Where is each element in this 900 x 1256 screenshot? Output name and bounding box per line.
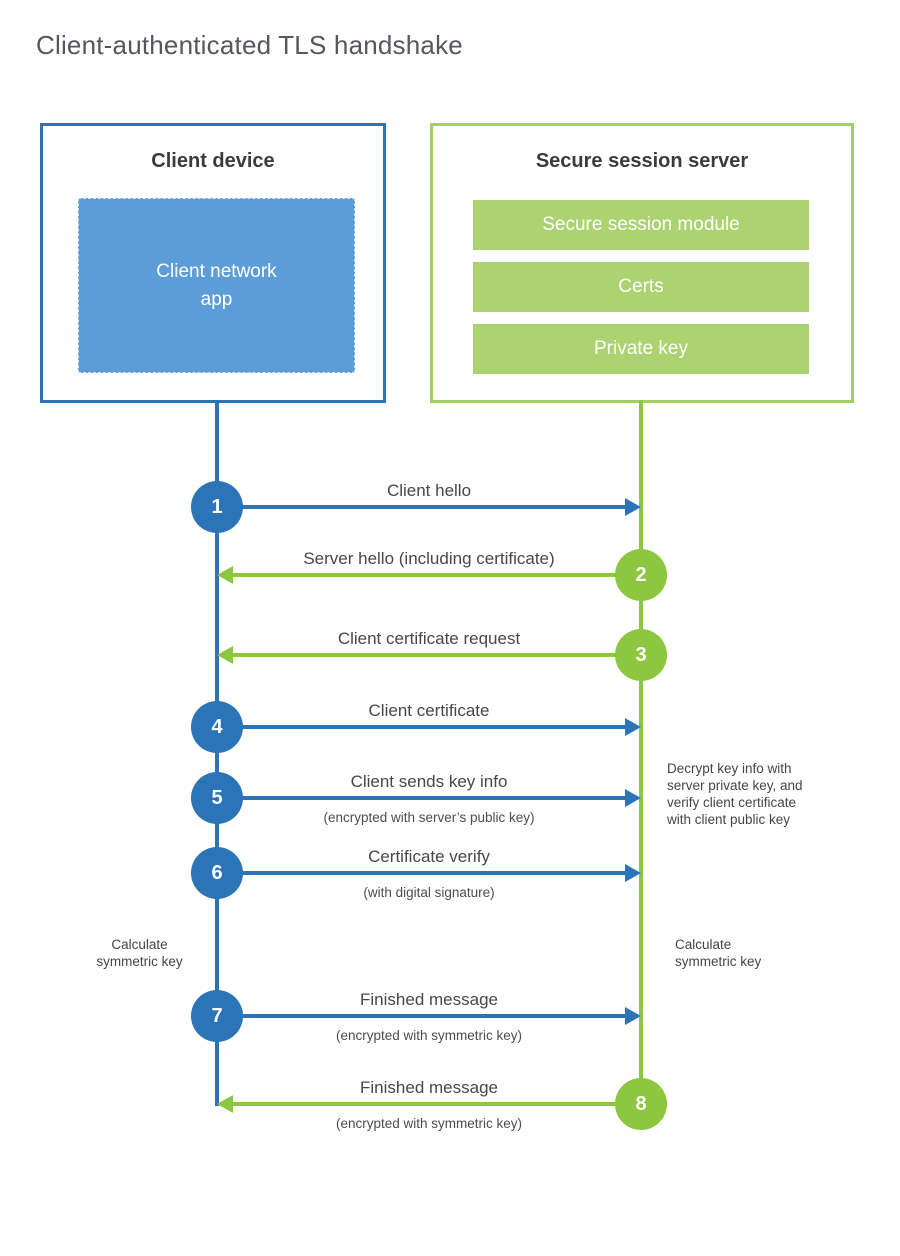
step-sublabel: (encrypted with symmetric key) — [335, 1028, 523, 1043]
step-sublabel: (encrypted with server’s public key) — [323, 810, 535, 825]
step-number-badge: 4 — [191, 701, 243, 753]
arrowhead-icon — [217, 1095, 233, 1113]
arrow-shaft — [231, 573, 641, 577]
message-arrow — [217, 1095, 641, 1113]
client-device-title: Client device — [151, 150, 275, 172]
step-number-badge: 6 — [191, 847, 243, 899]
step-label: Client hello — [386, 481, 472, 500]
arrowhead-icon — [625, 1007, 641, 1025]
message-arrow — [217, 1007, 641, 1025]
step-number-badge: 1 — [191, 481, 243, 533]
message-arrow — [217, 789, 641, 807]
step-number-badge: 8 — [615, 1078, 667, 1130]
arrow-shaft — [231, 1102, 641, 1106]
step-label: Client certificate — [368, 701, 490, 720]
step-label: Finished message — [360, 990, 498, 1009]
step-label: Certificate verify — [368, 847, 490, 866]
message-arrow — [217, 718, 641, 736]
arrowhead-icon — [625, 718, 641, 736]
page-title: Client-authenticated TLS handshake — [36, 30, 463, 60]
arrowhead-icon — [625, 789, 641, 807]
step-number-badge: 2 — [615, 549, 667, 601]
step-number-badge: 3 — [615, 629, 667, 681]
message-arrow — [217, 566, 641, 584]
server-module-bar-certs: Certs — [473, 262, 809, 312]
arrow-shaft — [217, 796, 627, 800]
arrowhead-icon — [625, 864, 641, 882]
arrow-shaft — [217, 725, 627, 729]
step-label: Client certificate request — [337, 629, 521, 648]
arrow-shaft — [231, 653, 641, 657]
message-arrow — [217, 498, 641, 516]
client-lifeline — [215, 402, 219, 1106]
server-module-bar-secure-session-module: Secure session module — [473, 200, 809, 250]
arrowhead-icon — [217, 566, 233, 584]
server-module-bar-private-key: Private key — [473, 324, 809, 374]
arrow-shaft — [217, 871, 627, 875]
client-network-app-box: Client network app — [78, 198, 355, 373]
arrow-shaft — [217, 505, 627, 509]
message-arrow — [217, 864, 641, 882]
step-label: Finished message — [360, 1078, 498, 1097]
server-lifeline — [639, 400, 643, 1104]
decrypt-note: Decrypt key info with server private key… — [667, 761, 803, 827]
step-label: Client sends key info — [350, 772, 508, 791]
step-sublabel: (with digital signature) — [363, 885, 495, 900]
calculate-symmetric-key-client-note: Calculate symmetric key — [96, 937, 183, 969]
step-label: Server hello (including certificate) — [303, 549, 555, 568]
server-title: Secure session server — [535, 150, 749, 172]
calculate-symmetric-key-server-note: Calculate symmetric key — [675, 937, 762, 969]
step-number-badge: 5 — [191, 772, 243, 824]
arrow-shaft — [217, 1014, 627, 1018]
arrowhead-icon — [625, 498, 641, 516]
message-arrow — [217, 646, 641, 664]
step-sublabel: (encrypted with symmetric key) — [335, 1116, 523, 1131]
step-number-badge: 7 — [191, 990, 243, 1042]
arrowhead-icon — [217, 646, 233, 664]
